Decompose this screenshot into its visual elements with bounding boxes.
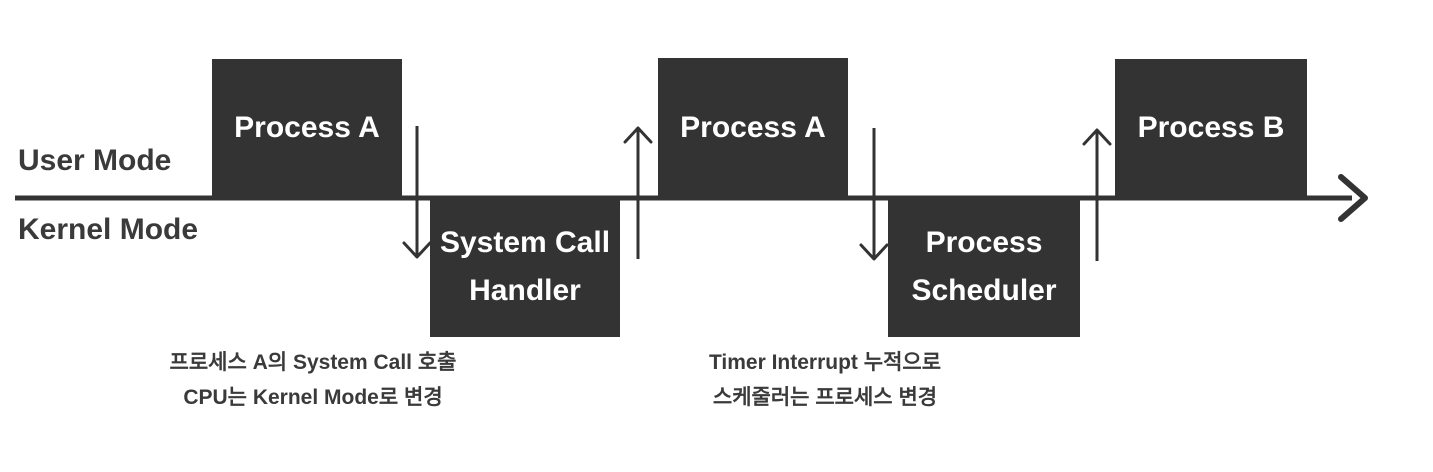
process-a-box-2-label: Process A bbox=[680, 110, 826, 144]
up-arrow-icon-2 bbox=[1082, 128, 1112, 261]
down-arrow-icon-1 bbox=[402, 126, 432, 259]
down-arrow-icon-2 bbox=[859, 128, 889, 261]
user-mode-label: User Mode bbox=[18, 144, 172, 177]
process-a-box-2: Process A bbox=[658, 58, 848, 197]
kernel-mode-label: Kernel Mode bbox=[18, 213, 199, 246]
annotation-timer-interrupt-line2: 스케줄러는 프로세스 변경 bbox=[712, 386, 938, 409]
system-call-handler-box: System Call Handler bbox=[430, 197, 620, 337]
system-call-handler-label-line1: System Call bbox=[439, 226, 611, 259]
process-a-box-1: Process A bbox=[212, 59, 402, 197]
annotation-timer-interrupt-line1: Timer Interrupt 누적으로 bbox=[708, 351, 942, 374]
process-scheduler-box: Process Scheduler bbox=[888, 197, 1080, 337]
process-b-box: Process B bbox=[1115, 59, 1307, 197]
annotation-system-call-line1: 프로세스 A의 System Call 호출 bbox=[169, 351, 457, 374]
system-call-handler-label-line2: Handler bbox=[469, 274, 581, 307]
annotation-timer-interrupt: Timer Interrupt 누적으로 스케줄러는 프로세스 변경 bbox=[615, 345, 1035, 415]
process-b-box-label: Process B bbox=[1137, 111, 1285, 144]
process-scheduler-label-line2: Scheduler bbox=[911, 274, 1057, 307]
process-a-box-1-label: Process A bbox=[234, 111, 380, 144]
process-scheduler-label-line1: Process bbox=[925, 226, 1043, 259]
annotation-system-call: 프로세스 A의 System Call 호출 CPU는 Kernel Mode로… bbox=[103, 345, 523, 415]
annotation-system-call-line2: CPU는 Kernel Mode로 변경 bbox=[183, 386, 443, 409]
up-arrow-icon-1 bbox=[623, 126, 653, 259]
